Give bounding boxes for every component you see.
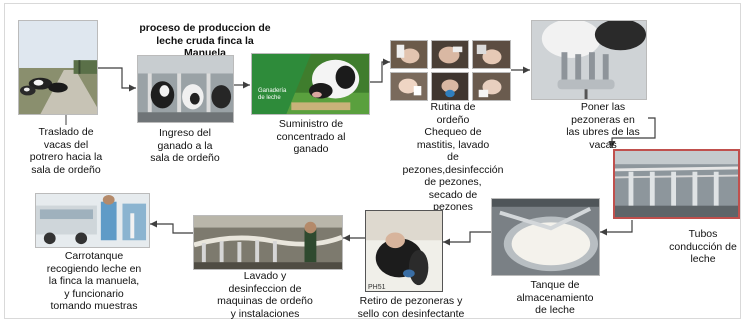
photo-ingreso <box>137 55 234 123</box>
caption-rutina: Rutina de ordeño Chequeo de mastitis, la… <box>402 101 504 213</box>
photo-pezoneras <box>531 20 647 100</box>
photo-traslado <box>18 20 98 115</box>
photo-lavado <box>193 215 343 270</box>
caption-retiro: Retiro de pezoneras y sello con desinfec… <box>357 295 465 320</box>
photo-stamp-retiro: PH51 <box>368 284 386 291</box>
photo-tubos <box>613 149 740 219</box>
photo-rutina-4 <box>390 72 428 101</box>
caption-suministro: Suministro de concentrado al ganado <box>276 118 346 155</box>
caption-lavado: Lavado y desinfeccion de maquinas de ord… <box>217 270 313 320</box>
photo-rutina-5 <box>431 72 469 101</box>
photo-rutina-1 <box>390 40 428 69</box>
photo-rutina-6 <box>472 72 511 101</box>
photo-tanque <box>491 198 600 276</box>
diagram-frame <box>4 3 741 319</box>
caption-carrotanque: Carrotanque recogiendo leche en la finca… <box>46 250 142 312</box>
caption-traslado: Traslado de vacas del potrero hacia la s… <box>29 126 103 176</box>
photo-retiro: PH51 <box>365 210 443 292</box>
caption-pezoneras: Poner las pezoneras en las ubres de las … <box>566 101 640 151</box>
photo-suministro: Ganadería de leche <box>251 53 370 115</box>
photo-rutina-3 <box>472 40 511 69</box>
photo-rutina-2 <box>431 40 469 69</box>
caption-ingreso: Ingreso del ganado a la sala de ordeño <box>150 127 220 164</box>
photo-label-ganaderia: Ganadería de leche <box>258 88 287 101</box>
photo-rutina-collage <box>390 40 511 101</box>
photo-carrotanque <box>35 193 150 248</box>
caption-tubos: Tubos conducción de leche <box>669 228 737 265</box>
caption-tanque: Tanque de almacenamiento de leche <box>516 279 594 316</box>
